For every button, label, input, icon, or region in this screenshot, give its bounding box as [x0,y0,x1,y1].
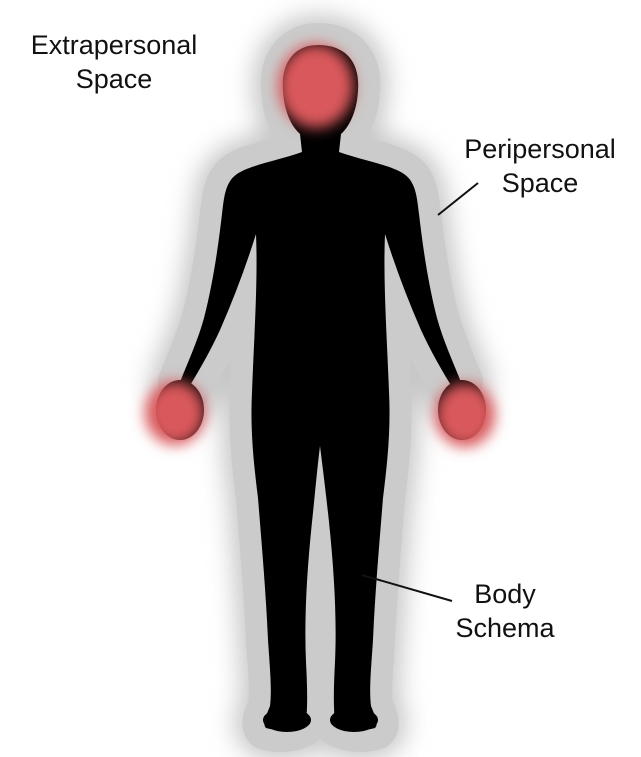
body-schema-line1: Body [420,577,590,611]
extrapersonal-line1: Extrapersonal [4,28,224,62]
body-schema-line2: Schema [420,611,590,645]
body-schema-label: Body Schema [420,577,590,645]
peripersonal-space-label: Peripersonal Space [440,132,640,200]
right-hand-highlight [435,383,495,447]
peripersonal-line1: Peripersonal [440,132,640,166]
head-highlight [278,44,354,128]
peripersonal-line2: Space [440,166,640,200]
left-hand-highlight [145,381,205,445]
extrapersonal-line2: Space [4,62,224,96]
extrapersonal-space-label: Extrapersonal Space [4,28,224,96]
